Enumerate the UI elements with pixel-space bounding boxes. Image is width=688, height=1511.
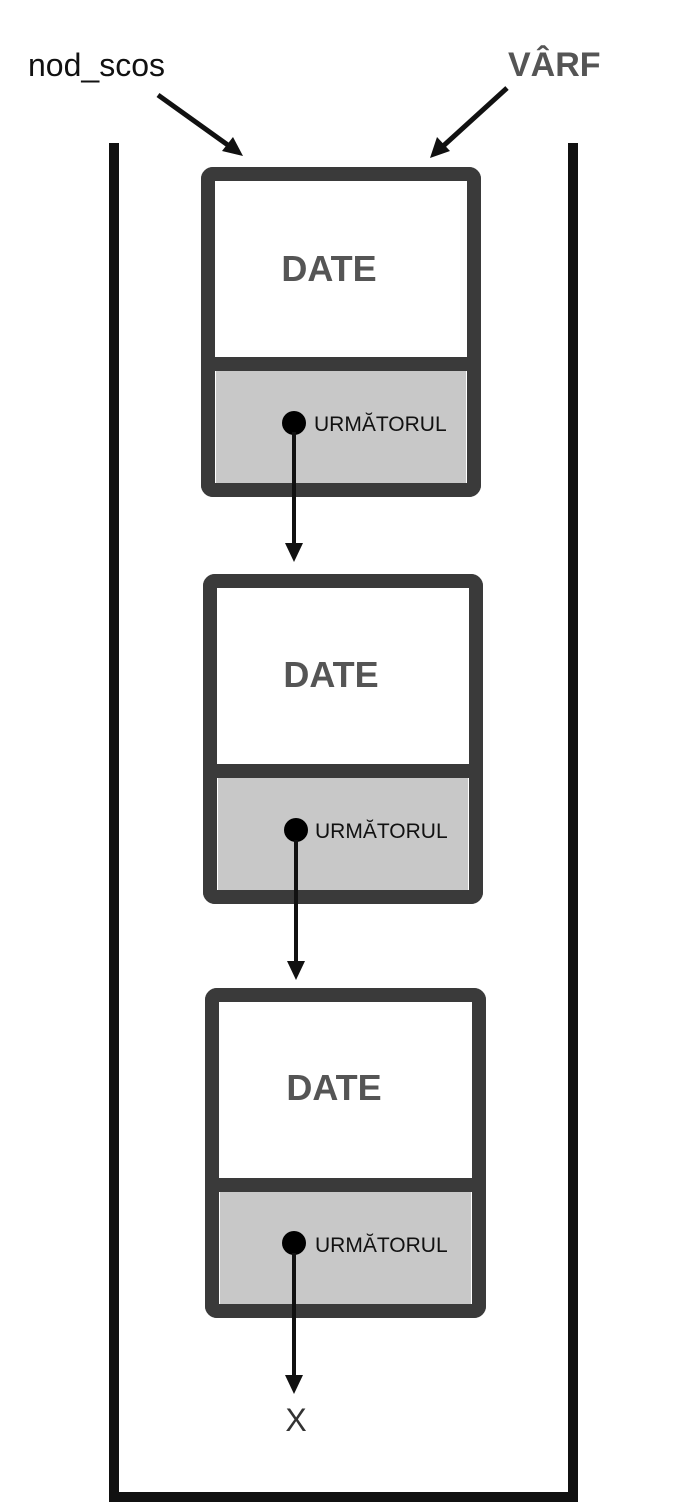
next-arrow-1 — [285, 432, 303, 562]
node-next-label: URMĂTORUL — [314, 413, 447, 436]
stack-node-2: DATE URMĂTORUL — [203, 574, 483, 904]
top-pointer — [430, 86, 509, 158]
next-pointer-dot — [282, 411, 306, 435]
stack-node-3: DATE URMĂTORUL — [205, 988, 486, 1318]
node-data-label: DATE — [283, 654, 378, 695]
next-pointer-dot — [284, 818, 308, 842]
stack-node-1: DATE URMĂTORUL — [201, 167, 481, 497]
null-terminator-label: X — [285, 1402, 306, 1438]
removed-node-label: nod_scos — [28, 47, 165, 83]
stack-container — [109, 143, 578, 1502]
next-arrow-3 — [285, 1253, 303, 1394]
top-label: VÂRF — [508, 46, 601, 84]
node-next-label: URMĂTORUL — [315, 820, 448, 843]
node-data-label: DATE — [286, 1067, 381, 1108]
next-arrow-2 — [287, 840, 305, 980]
node-data-label: DATE — [281, 248, 376, 289]
next-pointer-dot — [282, 1231, 306, 1255]
node-next-label: URMĂTORUL — [315, 1234, 448, 1257]
removed-node-pointer — [156, 92, 243, 156]
